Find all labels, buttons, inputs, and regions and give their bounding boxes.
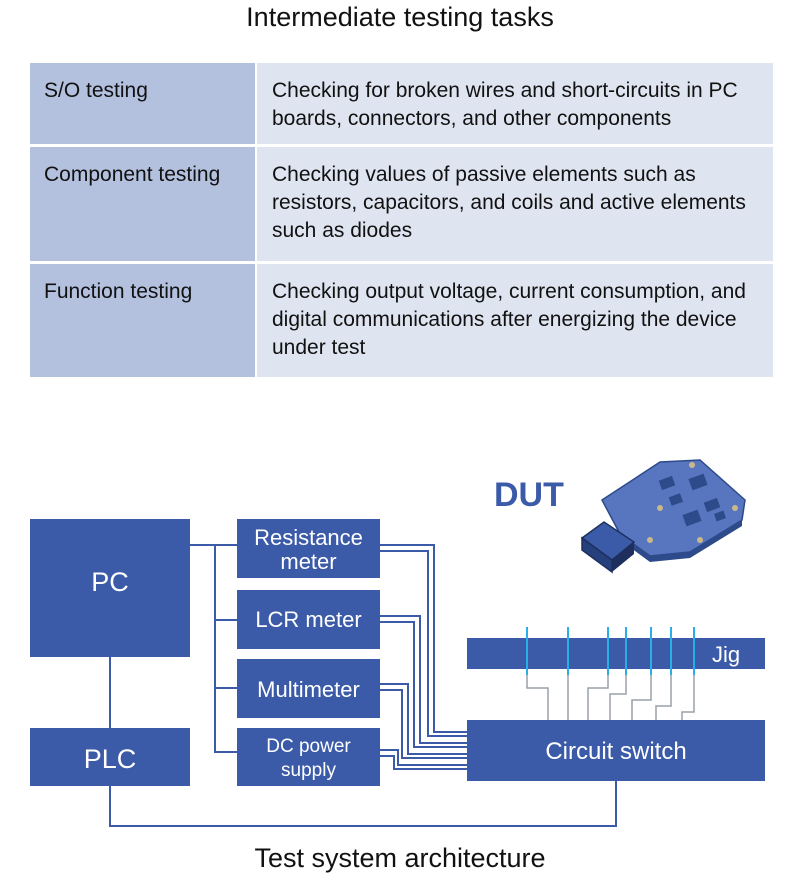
task-name-so-testing: S/O testing: [30, 63, 255, 144]
dc-to-switch-line-2: [380, 755, 467, 770]
table-row: S/O testing Checking for broken wires an…: [30, 63, 773, 144]
multimeter-to-switch-line: [380, 683, 467, 755]
jig-probes: [526, 627, 695, 675]
diagram-title: Test system architecture: [254, 843, 546, 873]
pc-label: PC: [91, 567, 129, 597]
resistance-meter-label-line1: Resistance: [254, 525, 363, 550]
jig-label: Jig: [712, 642, 740, 667]
circuit-switch-label: Circuit switch: [545, 738, 686, 765]
lcr-to-switch-line: [380, 615, 467, 744]
resistance-to-switch-line: [380, 544, 467, 733]
dc-power-supply-box: [237, 728, 380, 786]
lcr-meter-label: LCR meter: [255, 607, 361, 632]
instrument-bus-line: [214, 545, 237, 753]
dc-power-supply-label-line1: DC power: [266, 736, 351, 757]
resistance-meter-label-line2: meter: [280, 549, 336, 574]
multimeter-box: [237, 659, 380, 718]
plc-label: PLC: [84, 744, 137, 774]
dut-label: DUT: [494, 476, 564, 514]
plc-to-switch-line: [109, 781, 617, 827]
multimeter-to-switch-line-2: [380, 689, 467, 759]
task-description-function-testing: Checking output voltage, current consump…: [257, 264, 773, 377]
table-row: Component testing Checking values of pas…: [30, 147, 773, 261]
pc-box: [30, 519, 190, 657]
table-row: Function testing Checking output voltage…: [30, 264, 773, 377]
task-name-component-testing: Component testing: [30, 147, 255, 261]
task-name-function-testing: Function testing: [30, 264, 255, 377]
resistance-meter-box: [237, 519, 380, 578]
jig-bar: [467, 638, 765, 669]
dc-to-switch-line: [380, 749, 467, 766]
dc-power-supply-label-line2: supply: [281, 760, 336, 781]
dut-board-illustration: [580, 459, 746, 574]
connection-lines: [109, 544, 617, 827]
table-title: Intermediate testing tasks: [246, 2, 554, 32]
lcr-meter-box: [237, 590, 380, 649]
task-description-so-testing: Checking for broken wires and short-circ…: [257, 63, 773, 144]
lcr-to-switch-line-2: [380, 621, 467, 748]
jig-wires: [526, 672, 695, 720]
plc-box: [30, 728, 190, 786]
multimeter-label: Multimeter: [257, 677, 360, 702]
circuit-switch-box: [467, 720, 765, 781]
task-description-component-testing: Checking values of passive elements such…: [257, 147, 773, 261]
resistance-to-switch-line-2: [380, 550, 467, 737]
